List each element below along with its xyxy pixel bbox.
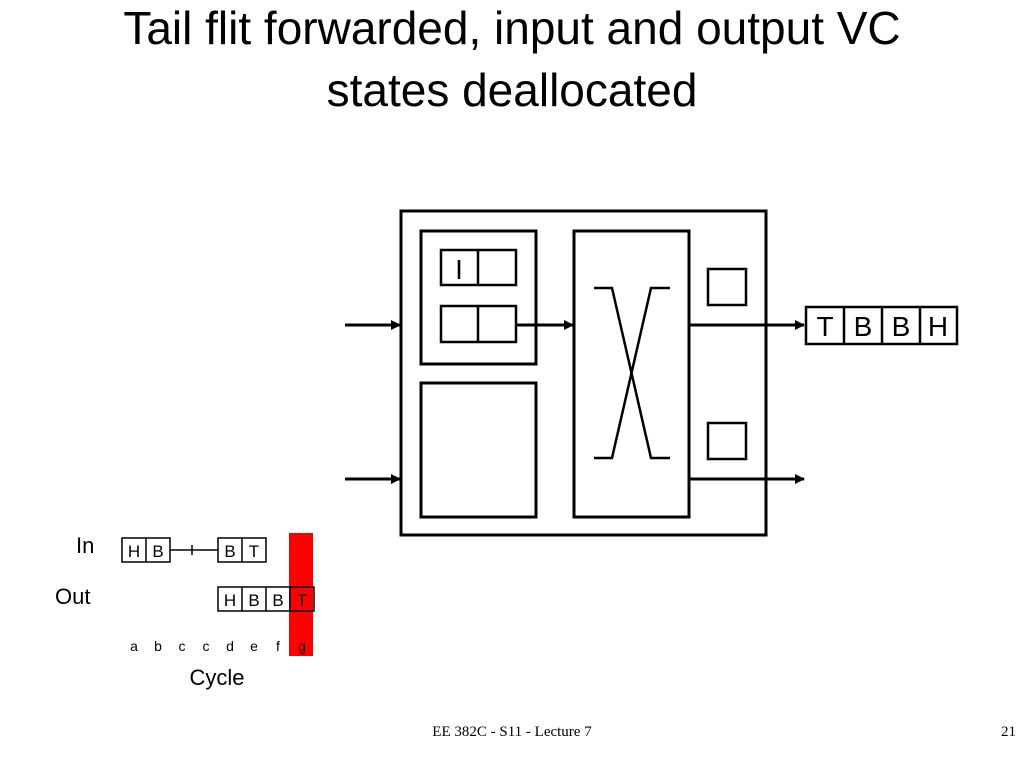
output-state-box-lower [706, 421, 748, 461]
out-flit: H [224, 591, 236, 610]
timing-in-label: In [76, 533, 94, 558]
output-state-box-upper [706, 267, 748, 307]
input-unit-upper [419, 229, 538, 366]
timing-out-label: Out [55, 584, 90, 609]
cycle-tick: c [179, 638, 186, 654]
cycle-axis-label: Cycle [189, 665, 244, 690]
output-flit: B [892, 311, 911, 342]
output-flit: H [928, 311, 948, 342]
slide-title-line2: states deallocated [326, 64, 698, 116]
crossbar-box [572, 229, 691, 519]
output-flit: T [816, 311, 833, 342]
timing-highlight-g [289, 533, 313, 656]
in-flit: B [224, 542, 235, 561]
slide-title-line1: Tail flit forwarded, input and output VC [123, 2, 901, 54]
cycle-tick: f [276, 638, 280, 654]
in-flit: B [152, 542, 163, 561]
cycle-tick: b [154, 638, 162, 654]
out-flit: B [272, 591, 283, 610]
cycle-tick: g [298, 638, 306, 654]
crossbar-switch [594, 286, 670, 460]
in-flit: T [249, 542, 259, 561]
cycle-tick: d [226, 638, 234, 654]
cycle-tick: a [130, 638, 138, 654]
out-flit: B [248, 591, 259, 610]
input-unit-lower [419, 381, 538, 519]
output-flits: T B B H [804, 305, 959, 346]
vc-state-label: I [455, 254, 463, 285]
out-flit: T [297, 591, 307, 610]
page-number: 21 [1001, 724, 1016, 740]
footer-course: EE 382C - S11 - Lecture 7 [432, 724, 592, 740]
router-box [399, 209, 768, 537]
in-flit: H [128, 542, 140, 561]
cycle-tick: c [203, 638, 210, 654]
cycle-tick: e [250, 638, 258, 654]
output-flit: B [854, 311, 873, 342]
